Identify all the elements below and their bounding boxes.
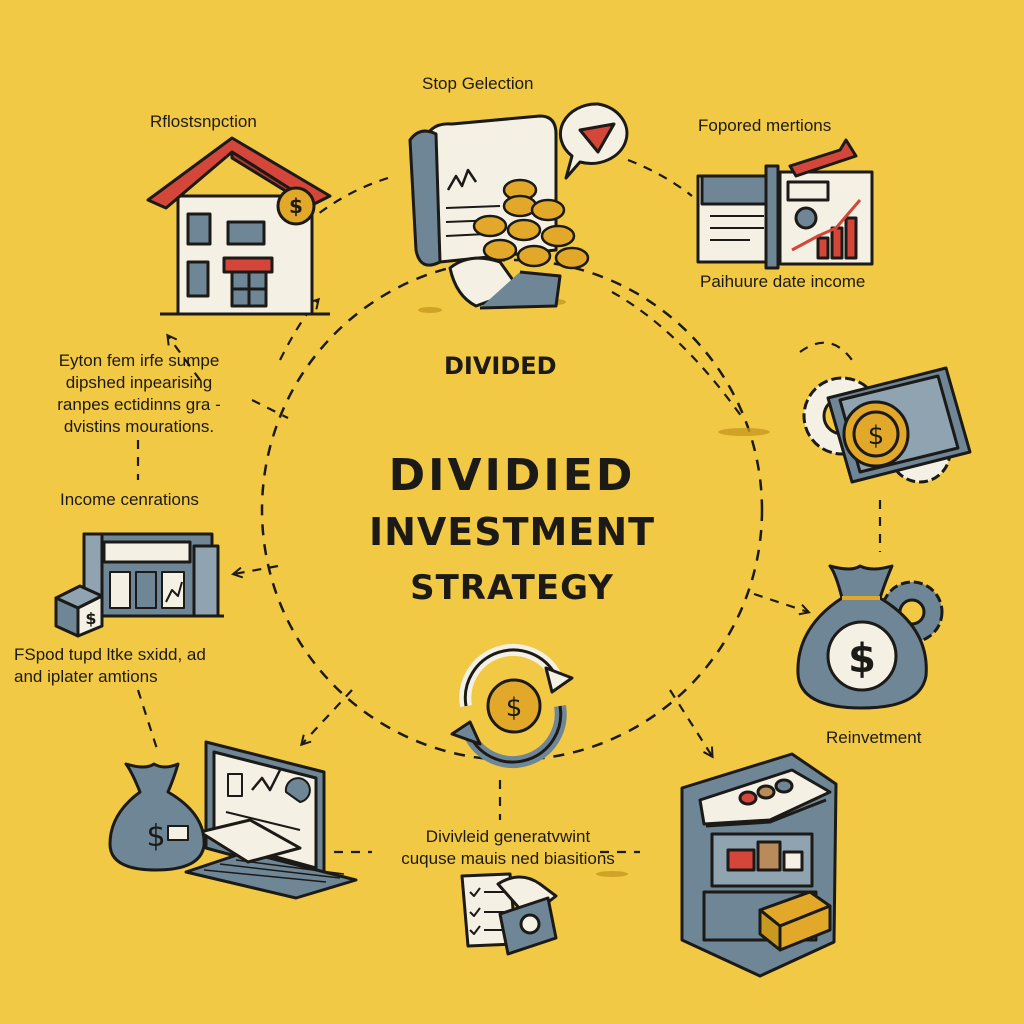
- gears-banknote-coin-icon: $: [802, 366, 972, 484]
- trading-terminal-icon: [82, 532, 224, 618]
- label-left-mid: Income cenrations: [60, 490, 199, 509]
- connector-house-circle: [279, 300, 318, 361]
- house-with-coin-icon: $: [146, 136, 332, 316]
- label-right-lower: Reinvetment: [826, 728, 922, 747]
- svg-text:$: $: [868, 421, 885, 451]
- center-title: DIVIDIED INVESTMENT STRATEGY: [280, 448, 744, 616]
- svg-text:$: $: [506, 693, 523, 723]
- svg-text:$: $: [85, 609, 96, 628]
- label-left-description: Eyton fem irfe sumpe dipshed inpearising…: [57, 351, 221, 436]
- connector-lines: [136, 158, 882, 854]
- label-left-lower: FSpod tupd ltke sxidd, ad and iplater am…: [14, 645, 206, 686]
- connector-computer: [302, 689, 353, 744]
- center-title-line3: STRATEGY: [410, 568, 614, 608]
- label-right-upper: Paihuure date income: [700, 272, 866, 291]
- dollar-cycle-icon: $: [450, 643, 574, 769]
- center-title-line1: DIVIDIED: [388, 450, 636, 501]
- svg-text:$: $: [289, 194, 303, 218]
- center-dashed-circle: [260, 258, 764, 762]
- dollar-box-icon: $: [54, 584, 104, 638]
- chat-bubble-arrow-icon: [558, 102, 629, 180]
- connector-left-lower: [136, 689, 160, 753]
- svg-text:$: $: [848, 636, 876, 682]
- connector-gears: [799, 341, 853, 361]
- document-checklist-banknote-icon: [460, 872, 558, 956]
- label-bottom-center: Divivleid generatvwint cuquse mauis ned …: [401, 827, 615, 868]
- small-money-bag-icon: $: [108, 762, 206, 872]
- connector-bag: [753, 592, 808, 612]
- connector-shop: [669, 689, 712, 756]
- connector-terminal: [234, 564, 279, 574]
- coin-stack-icon: [472, 178, 590, 270]
- label-top-right: Fopored mertions: [698, 116, 832, 135]
- connector-left-desc: [251, 399, 289, 419]
- connector-top-left: [317, 176, 389, 215]
- connector-right-upper: [611, 291, 745, 421]
- financial-report-chart-icon: [696, 138, 874, 270]
- market-stall-icon: [680, 752, 838, 978]
- money-bag-gear-icon: $: [796, 564, 944, 710]
- connector-top-right: [627, 158, 693, 197]
- computer-chart-icon: [184, 740, 358, 900]
- center-top-label: DIVIDED: [444, 352, 557, 380]
- center-title-line2: INVESTMENT: [368, 510, 656, 554]
- svg-text:$: $: [146, 819, 165, 854]
- label-top-center: Stop Gelection: [422, 74, 534, 93]
- label-top-left: Rflostsnpction: [150, 112, 257, 131]
